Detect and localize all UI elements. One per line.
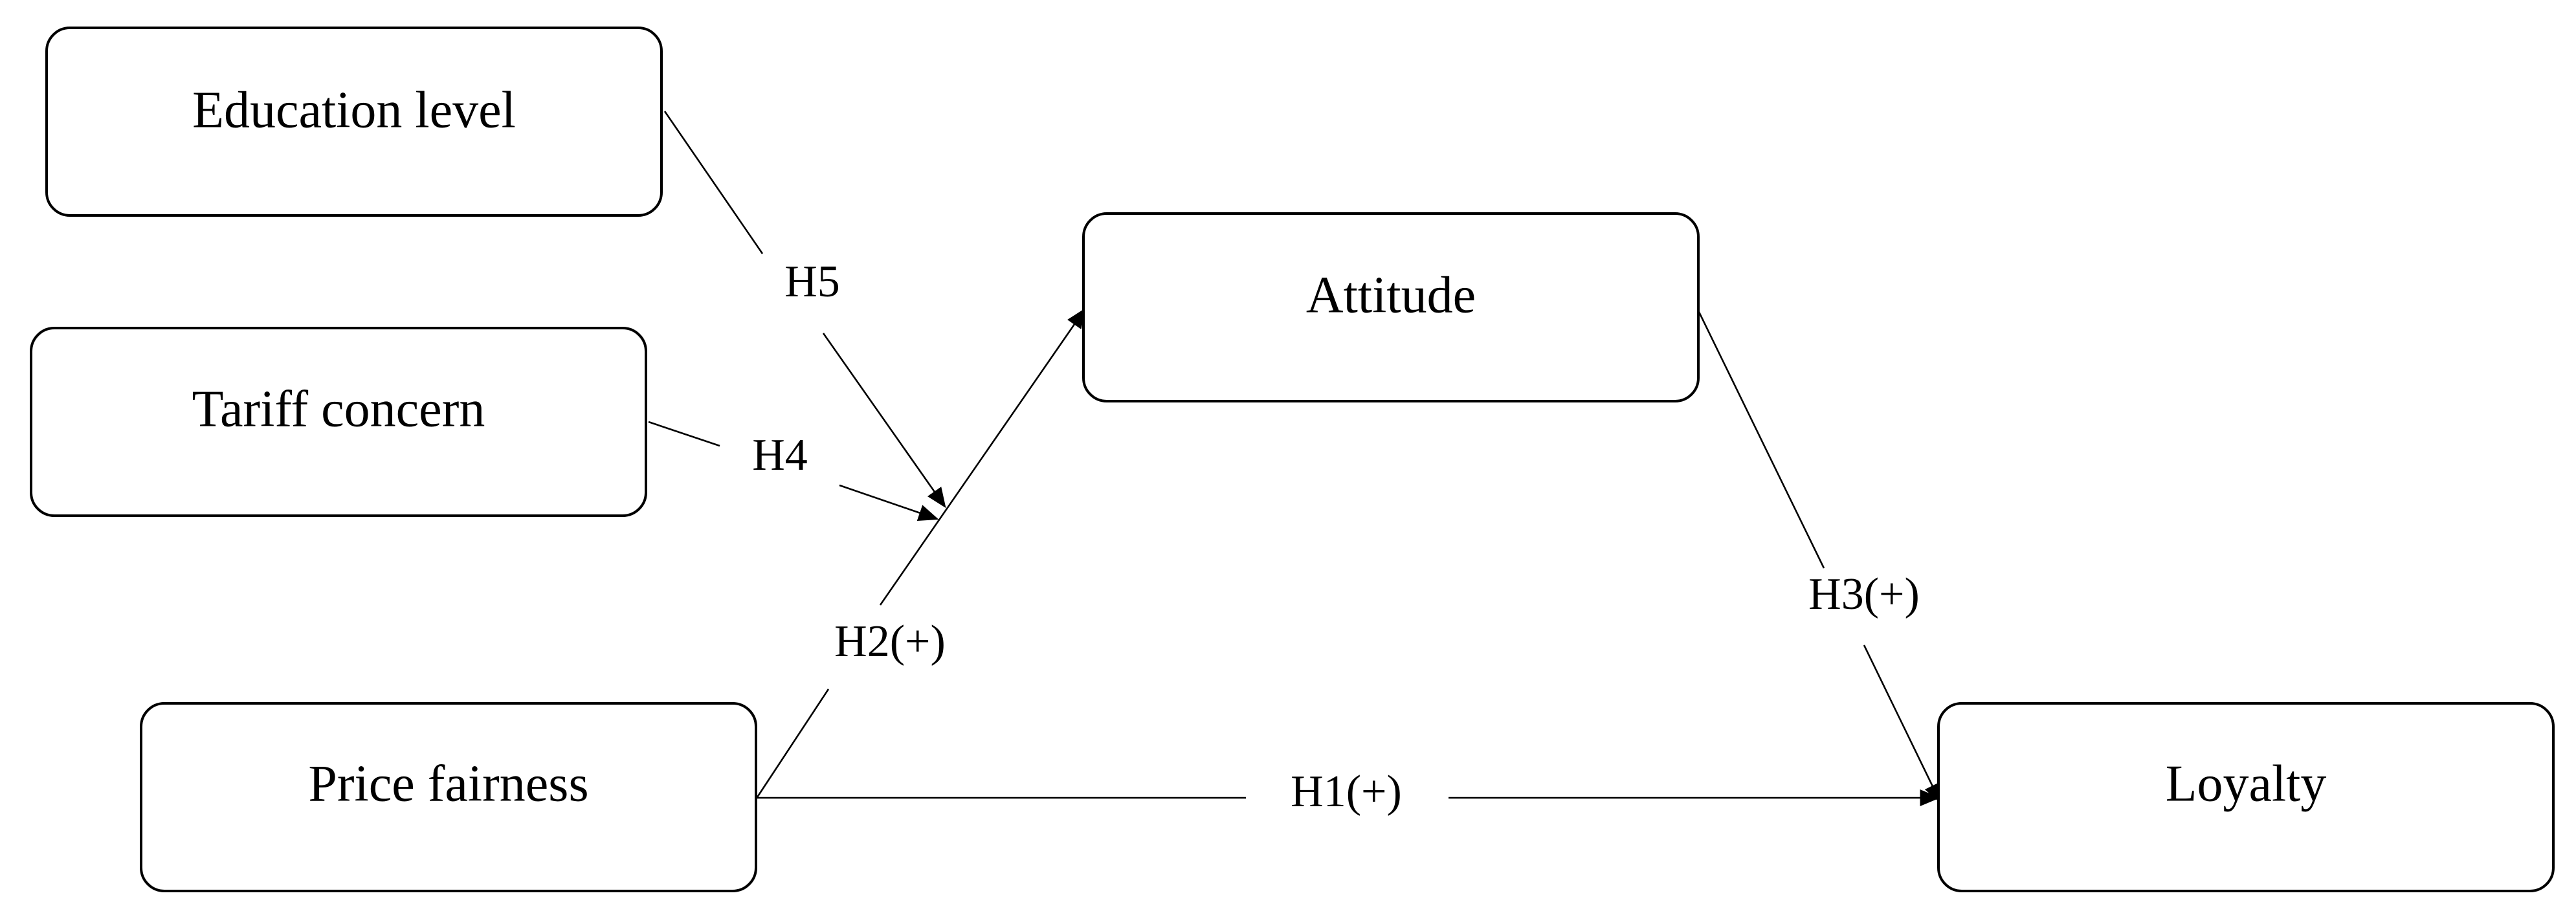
node-education-level-box	[45, 27, 663, 217]
edge-h2-label: H2(+)	[834, 617, 946, 666]
node-attitude: Attitude	[1082, 212, 1700, 402]
node-price-fairness-label: Price fairness	[308, 755, 588, 812]
edge-h5-label: H5	[784, 257, 840, 307]
node-education-level-label: Education level	[192, 82, 516, 138]
node-price-fairness: Price fairness	[140, 702, 757, 892]
edge-h4-line-left	[648, 421, 720, 447]
edge-h3-line-upper	[1696, 309, 1825, 569]
node-tariff-concern-box	[30, 327, 647, 517]
edge-h5-line-lower	[822, 333, 946, 509]
edge-h2-line-upper	[879, 307, 1086, 606]
edge-h2-line-lower	[756, 688, 830, 798]
node-loyalty-label: Loyalty	[2166, 755, 2327, 812]
node-tariff-concern: Tariff concern	[30, 327, 647, 517]
edge-h4-label: H4	[752, 430, 808, 480]
edge-h2: H2(+)	[756, 307, 1086, 798]
node-attitude-box	[1082, 212, 1700, 402]
node-loyalty: Loyalty	[1937, 702, 2555, 892]
edge-h5-line-upper	[663, 111, 764, 254]
edge-h4-line-right	[839, 484, 939, 521]
edge-h3: H3(+)	[1696, 309, 1942, 804]
edge-h1-label: H1(+)	[1291, 767, 1402, 817]
node-price-fairness-box	[140, 702, 757, 892]
node-education-level: Education level	[45, 27, 663, 217]
edge-h3-line-lower	[1863, 644, 1942, 804]
node-attitude-label: Attitude	[1306, 267, 1476, 324]
edge-h4: H4	[648, 421, 939, 521]
edge-h5: H5	[663, 111, 946, 509]
node-tariff-concern-label: Tariff concern	[192, 380, 485, 437]
edge-h3-label: H3(+)	[1808, 569, 1920, 619]
node-loyalty-box	[1937, 702, 2555, 892]
edge-h1: H1(+)	[756, 767, 1940, 817]
